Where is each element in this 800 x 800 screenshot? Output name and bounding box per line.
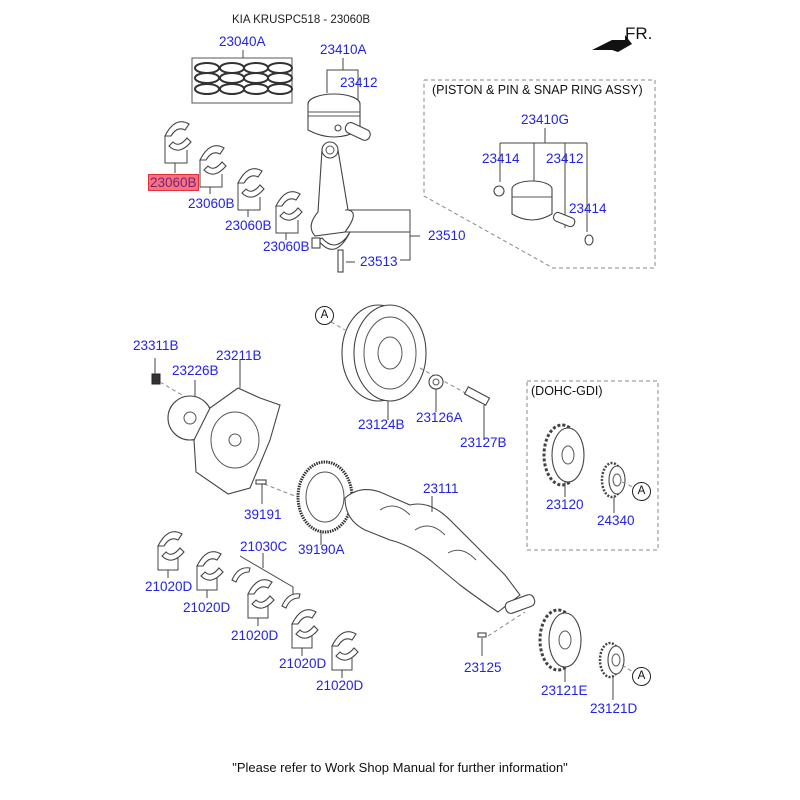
part-label-23410a[interactable]: 23410A (320, 42, 367, 57)
part-label-23040a[interactable]: 23040A (219, 34, 266, 49)
crankshaft-drawing (344, 489, 536, 656)
footer-note: "Please refer to Work Shop Manual for fu… (232, 760, 568, 775)
reference-marker-a-dohc: A (632, 482, 651, 501)
part-label-23124b[interactable]: 23124B (358, 417, 405, 432)
connecting-rod-drawing (310, 141, 420, 273)
front-direction-label: FR. (625, 24, 653, 43)
piston-assy-group-border (423, 79, 656, 269)
dohc-sprockets-drawing (542, 423, 634, 513)
drive-plate-drawing (151, 358, 301, 504)
crank-pulley-drawing (330, 304, 491, 440)
piston-assy-group-note: (PISTON & PIN & SNAP RING ASSY) (432, 83, 643, 97)
dohc-group-note: (DOHC-GDI) (531, 384, 603, 398)
part-label-23060b-selected[interactable]: 23060B (148, 174, 199, 191)
part-label-23414-right[interactable]: 23414 (569, 201, 607, 216)
part-label-23125[interactable]: 23125 (464, 660, 502, 675)
part-label-21020d-3[interactable]: 21020D (231, 628, 279, 643)
part-label-23226b[interactable]: 23226B (172, 363, 219, 378)
part-label-21020d-4[interactable]: 21020D (279, 656, 327, 671)
part-label-23060b-2[interactable]: 23060B (188, 196, 235, 211)
main-bearings-drawing (157, 531, 359, 678)
part-label-21030c[interactable]: 21030C (240, 539, 288, 554)
part-label-21020d-2[interactable]: 21020D (183, 600, 231, 615)
piston-drawing (307, 58, 371, 141)
piston-assy-drawing (493, 128, 594, 246)
piston-ring-set-drawing (191, 50, 293, 104)
part-label-23513[interactable]: 23513 (360, 254, 398, 269)
part-label-23060b-3[interactable]: 23060B (225, 218, 272, 233)
rod-bearings-drawing (164, 121, 303, 240)
part-label-23111[interactable]: 23111 (423, 481, 459, 496)
part-label-23510[interactable]: 23510 (428, 228, 466, 243)
diagram-title: KIA KRUSPC518 - 23060B (232, 14, 371, 26)
reference-marker-a-crank: A (632, 667, 651, 686)
part-label-23414-left[interactable]: 23414 (482, 151, 520, 166)
part-label-23121e[interactable]: 23121E (541, 683, 588, 698)
part-label-21020d-5[interactable]: 21020D (316, 678, 364, 693)
part-label-23311b[interactable]: 23311B (133, 338, 179, 353)
part-label-21020d-1[interactable]: 21020D (145, 579, 193, 594)
part-label-23121d[interactable]: 23121D (590, 701, 638, 716)
part-label-23120[interactable]: 23120 (546, 497, 584, 512)
dohc-group-border (526, 380, 659, 551)
part-label-23412[interactable]: 23412 (340, 75, 378, 90)
part-label-23412-assy[interactable]: 23412 (546, 151, 584, 166)
part-label-39191[interactable]: 39191 (244, 507, 282, 522)
part-label-39190a[interactable]: 39190A (298, 542, 345, 557)
crank-sprockets-drawing (538, 608, 634, 700)
part-label-23127b[interactable]: 23127B (460, 435, 507, 450)
front-direction-arrow-icon (592, 35, 632, 52)
part-label-23410g[interactable]: 23410G (521, 112, 570, 127)
reference-marker-a-pulley: A (315, 306, 334, 325)
part-label-23060b-4[interactable]: 23060B (263, 239, 310, 254)
part-label-23126a[interactable]: 23126A (416, 410, 463, 425)
part-label-23211b[interactable]: 23211B (216, 348, 262, 363)
ring-gear-drawing (296, 460, 354, 545)
part-label-24340[interactable]: 24340 (597, 513, 635, 528)
